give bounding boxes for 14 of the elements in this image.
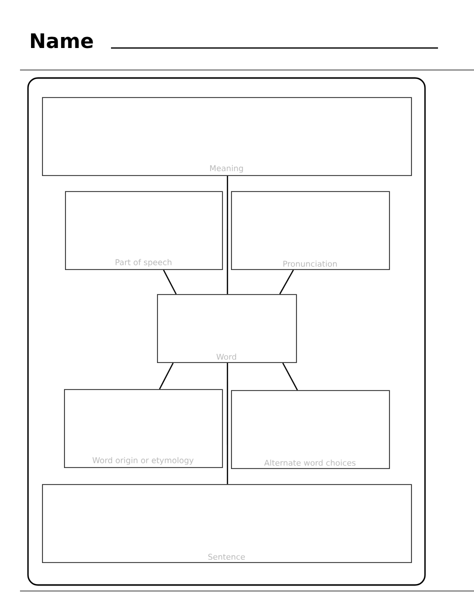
connector-line bbox=[226, 176, 228, 294]
writing-box: Sentence bbox=[42, 484, 412, 563]
writing-box: Alternate word choices bbox=[231, 390, 390, 469]
connector-line bbox=[282, 362, 298, 390]
writing-box: Word origin or etymology bbox=[64, 389, 223, 468]
title: Name bbox=[31, 33, 93, 48]
connector-line bbox=[226, 363, 228, 484]
writing-box: Word bbox=[157, 294, 297, 363]
writing-box: Pronunciation bbox=[231, 191, 390, 270]
connector-line bbox=[159, 362, 174, 390]
connector-line bbox=[163, 270, 177, 294]
connector-line bbox=[279, 270, 294, 294]
writing-box: Meaning bbox=[42, 97, 412, 176]
writing-box: Part of speech bbox=[65, 191, 223, 270]
